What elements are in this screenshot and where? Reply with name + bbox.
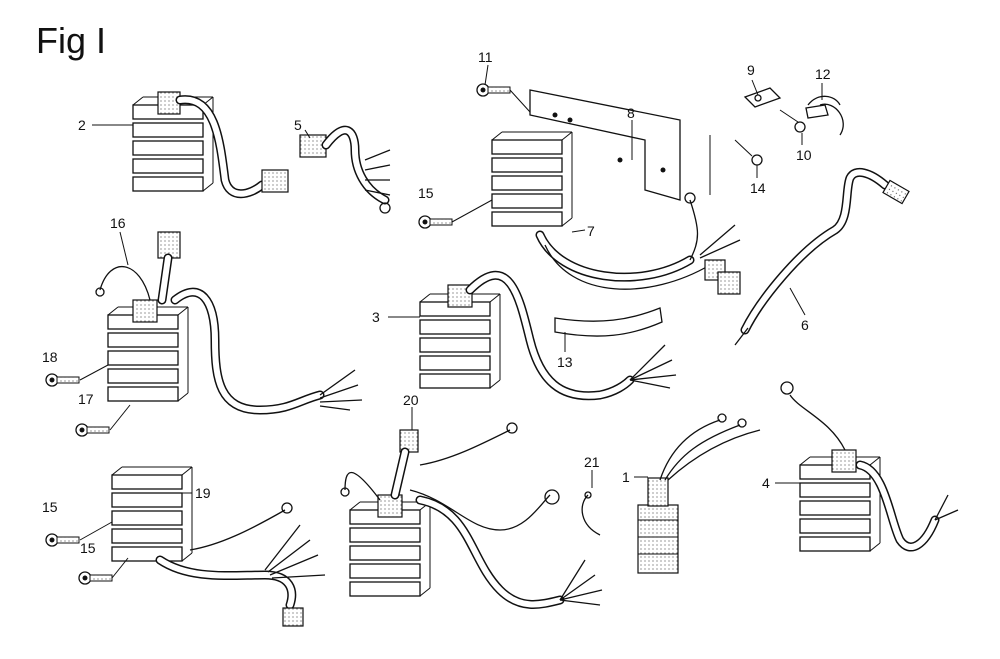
regulator-part-1 [637,413,761,574]
callout-6: 6 [801,317,809,333]
regulator-part-20 [340,422,603,609]
leader-lines [92,64,823,494]
callout-21: 21 [584,454,600,470]
callout-19: 19 [195,485,211,501]
callout-1: 1 [622,469,630,485]
regulator-part-7 [418,83,741,295]
callout-18: 18 [42,349,58,365]
callout-10: 10 [796,147,812,163]
callout-numbers: 2 5 11 8 9 12 10 14 15 7 16 3 13 6 18 17… [42,49,831,556]
callout-11: 11 [478,49,493,65]
callout-17: 17 [78,391,94,407]
cable-part-6 [734,167,910,346]
regulator-part-4 [780,381,959,552]
callout-7: 7 [587,223,595,239]
clamp-parts-9-10-12-14 [734,87,844,166]
regulator-part-3 [419,270,677,401]
callout-9: 9 [747,62,755,78]
callout-12: 12 [815,66,831,82]
callout-13: 13 [557,354,573,370]
clip-part-21 [581,491,601,536]
callout-16: 16 [110,215,126,231]
callout-15-top: 15 [418,185,434,201]
callout-15-bottom: 15 [80,540,96,556]
callout-15-mid: 15 [42,499,58,515]
callout-8: 8 [627,105,635,121]
callout-4: 4 [762,475,770,491]
callout-5: 5 [294,117,302,133]
regulator-part-19 [45,466,326,627]
callout-3: 3 [372,309,380,325]
callout-14: 14 [750,180,766,196]
regulator-part-16 [45,231,363,437]
regulator-part-2 [132,91,391,214]
figure-title: Fig I [36,20,107,61]
callout-2: 2 [78,117,86,133]
callout-20: 20 [403,392,419,408]
